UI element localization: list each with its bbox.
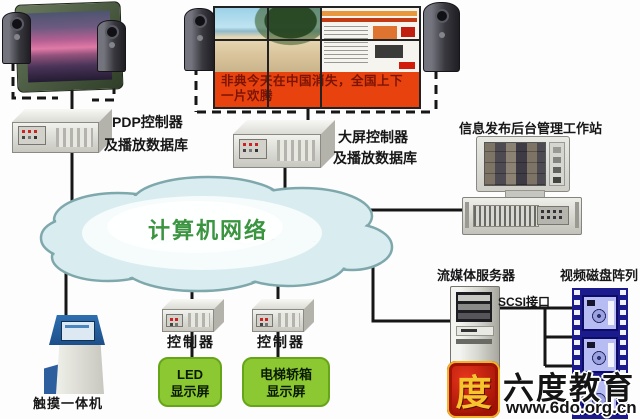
elevator-display-box: 电梯轿箱 显示屏 [242,357,330,407]
wall-gridline [320,8,322,107]
elevator-controller-label: 控制器 [257,334,305,350]
video-wall: 非典今天在中国消失，全国上下一片欢腾 [213,6,421,109]
monitor-screen [484,142,546,186]
webpage-text-lines [323,25,368,66]
speaker-icon [184,8,215,71]
led-controller-device [162,299,224,332]
speaker-icon [2,12,31,64]
front-panel [18,126,46,146]
floppy-slot [456,339,492,344]
vent-grille [55,127,93,147]
big-screen-controller-label: 大屏控制器 [338,129,408,145]
vent-grille [188,313,210,328]
kiosk-body [56,344,104,394]
disk-unit [582,379,618,415]
big-screen-database-label: 及播放数据库 [333,150,417,166]
news-banner: 非典今天在中国消失，全国上下一片欢腾 [215,72,419,107]
kiosk-screen [61,321,95,341]
drive-bays [456,292,492,322]
led-controller-label: 控制器 [167,334,215,350]
vent-grille [473,205,539,227]
front-panel [537,206,569,225]
wall-gridline [215,39,419,41]
led-display-line2: 显示屏 [170,384,210,399]
monitor-control-panel [549,142,565,186]
vent-grille [278,313,300,328]
watermark-logo: 度 [447,361,500,418]
front-panel [239,138,267,160]
network-cloud-shape [39,175,394,293]
kiosk-touchscreen [49,315,105,345]
scsi-interface-label: SCSI接口 [498,295,551,309]
elevator-controller-device [252,299,314,332]
speaker-icon [97,20,126,72]
workstation-chassis [462,197,582,235]
led-display-box: LED 显示屏 [158,357,222,407]
vent-grille [277,140,315,162]
kiosk-side-panel [44,364,60,394]
disk-unit [582,337,618,373]
media-server-tower [450,286,500,374]
webpage-thumbnail [399,61,416,70]
front-panel [166,313,183,327]
led-display-line1: LED [177,367,203,382]
webpage-thumbnail [375,45,404,58]
wall-gridline [267,8,269,107]
watermark-brand: 六度教育 [503,371,635,406]
speaker-icon [423,2,460,72]
pdp-database-label: 及播放数据库 [104,137,188,153]
front-panel [256,313,273,327]
workstation-label: 信息发布后台管理工作站 [459,121,603,136]
pdp-controller-label: PDP控制器 [112,114,183,130]
disk-array-label: 视频磁盘阵列 [560,268,639,283]
pdp-controller-device [12,109,112,153]
cloud-label: 计算机网络 [148,218,269,243]
webpage-header-bar [321,10,417,17]
disk-unit [582,295,618,331]
workstation-monitor [476,136,570,192]
media-server-label: 流媒体服务器 [437,268,516,283]
webpage-thumbnail [373,25,398,40]
elevator-display-line2: 显示屏 [266,384,306,399]
front-panel [456,326,494,336]
elevator-display-line1: 电梯轿箱 [259,367,312,382]
big-screen-controller-device [233,120,335,168]
webpage-thumbnail [401,27,416,38]
webpage-nav-bar [321,18,417,23]
kiosk-label: 触摸一体机 [33,396,104,411]
disk-array [572,288,628,419]
watermark-url: www.6do.org.cn [506,398,637,417]
